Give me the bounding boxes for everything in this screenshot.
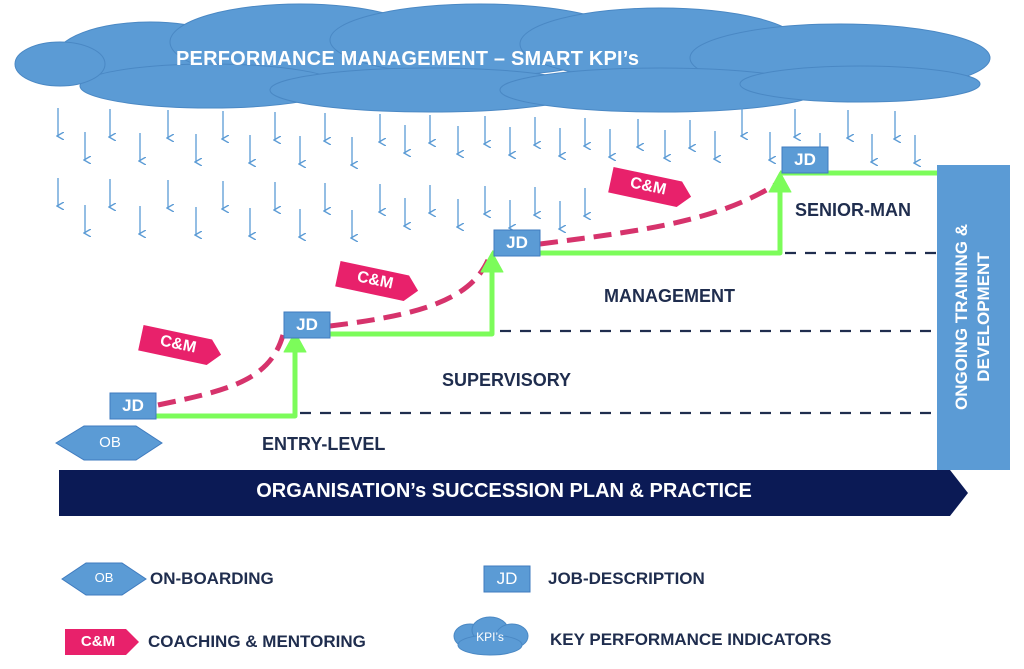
level-dividers [300,251,936,415]
ob-label: OB [99,434,121,451]
legend-onboarding-label: ON-BOARDING [150,569,274,588]
step-arrowhead [768,171,792,193]
step-arrowhead [480,251,504,273]
jd-box-management [493,229,541,257]
training-panel [937,165,1010,470]
kpi-cloud [14,3,991,113]
legend-kpi-cloud-icon [453,616,529,656]
jd-label-senior: JD [794,150,816,169]
legend-kpi-label: KEY PERFORMANCE INDICATORS [550,630,832,649]
legend-cm-icon-label: C&M [80,633,116,650]
coaching-path [157,180,780,408]
banner-label: ORGANISATION’s SUCCESSION PLAN & PRACTIC… [256,480,752,502]
level-supervisory-label: SUPERVISORY [442,370,572,390]
career-staircase [155,170,937,419]
diagram-title: PERFORMANCE MANAGEMENT – SMART KPI’s [176,48,640,70]
training-panel-line2: DEVELOPMENT [974,252,993,382]
jd-label-entry: JD [122,396,144,415]
level-entry-label: ENTRY-LEVEL [262,434,386,454]
step-arrowhead [283,331,307,353]
legend-kpi-icon-label: KPI’s [476,630,504,644]
training-panel-label: ONGOING TRAINING & DEVELOPMENT [951,224,995,410]
legend-jd-icon-label: JD [496,569,518,588]
legend-cm-icon [65,629,139,655]
ob-diamond [55,425,163,461]
jd-box-supervisory [283,311,331,339]
legend-coaching-label: COACHING & MENTORING [148,632,366,651]
cm-tag [608,166,692,207]
level-management-label: MANAGEMENT [604,286,735,306]
kpi-rain-arrows [58,108,915,238]
cm-tag [138,324,222,365]
jd-box-entry [109,392,157,420]
jd-label-supervisory: JD [296,315,318,334]
training-panel-line1: ONGOING TRAINING & [952,223,971,411]
legend-job-description-label: JOB-DESCRIPTION [548,569,705,588]
legend-jd-icon [483,565,531,593]
legend-ob-icon-label: OB [94,570,114,585]
level-senior-label: SENIOR-MAN [795,200,911,220]
cm-tag [335,260,419,301]
succession-banner [59,470,968,516]
legend-ob-icon [61,562,147,596]
jd-box-senior [781,146,829,174]
jd-label-management: JD [506,233,528,252]
